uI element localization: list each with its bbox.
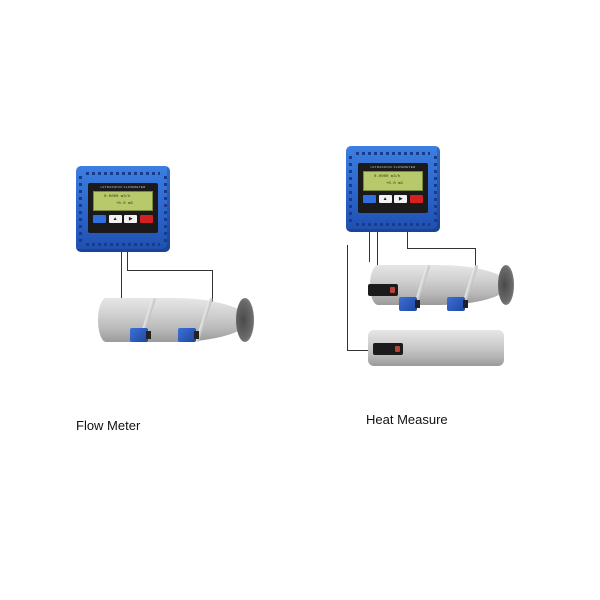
vent-bottom [86,243,160,246]
sensor-cable [407,232,408,248]
temperature-sensor [373,343,403,355]
pipe [98,298,248,342]
lcd-display: 0.0000 m3/h +0.0 m3 [363,171,423,191]
sensor-cable [377,232,378,290]
temp-cable [347,350,373,351]
right-button[interactable]: ▶ [394,195,408,203]
front-panel: ULTRASONIC FLOWMETER 0.0000 m3/h +0.0 m3… [358,163,428,213]
ultrasonic-sensor [399,297,420,311]
temperature-sensor [368,284,398,296]
flowmeter-unit-right: ULTRASONIC FLOWMETER 0.0000 m3/h +0.0 m3… [346,146,440,232]
vent-right [164,176,167,242]
vent-left [79,176,82,242]
temp-cable [347,245,348,350]
up-button[interactable]: ▲ [378,195,392,203]
ultrasonic-sensor [130,328,151,342]
up-button[interactable]: ▲ [108,215,122,223]
vent-top [86,172,160,175]
pipe-opening [498,265,514,305]
lcd-line1: 0.0000 m3/h [374,175,401,179]
lcd-display: 0.0000 m3/h +0.0 m3 [93,191,153,211]
vent-top [356,152,430,155]
vent-left [349,156,352,222]
enter-button[interactable] [409,195,423,203]
vent-right [434,156,437,222]
sensor-cable [127,270,213,271]
caption-heat-measure: Heat Measure [366,412,448,427]
temp-cable [369,232,370,262]
enter-button[interactable] [139,215,153,223]
button-row: ▲ ▶ [363,195,423,204]
button-row: ▲ ▶ [93,215,153,224]
sensor-cable [407,248,475,249]
front-panel: ULTRASONIC FLOWMETER 0.0000 m3/h +0.0 m3… [88,183,158,233]
lcd-line2: +0.0 m3 [386,182,403,186]
ultrasonic-sensor [447,297,468,311]
menu-button[interactable] [363,195,376,203]
lcd-line1: 0.0000 m3/h [104,195,131,199]
right-button[interactable]: ▶ [124,215,138,223]
pipe-opening [236,298,254,342]
vent-bottom [356,223,430,226]
sensor-cable [127,252,128,270]
lcd-line2: +0.0 m3 [116,202,133,206]
ultrasonic-sensor [178,328,199,342]
menu-button[interactable] [93,215,106,223]
device-title: ULTRASONIC FLOWMETER [100,185,146,189]
sensor-cable [121,252,122,335]
caption-flow-meter: Flow Meter [76,418,141,433]
device-title: ULTRASONIC FLOWMETER [370,165,416,169]
flowmeter-unit-left: ULTRASONIC FLOWMETER 0.0000 m3/h +0.0 m3… [76,166,170,252]
